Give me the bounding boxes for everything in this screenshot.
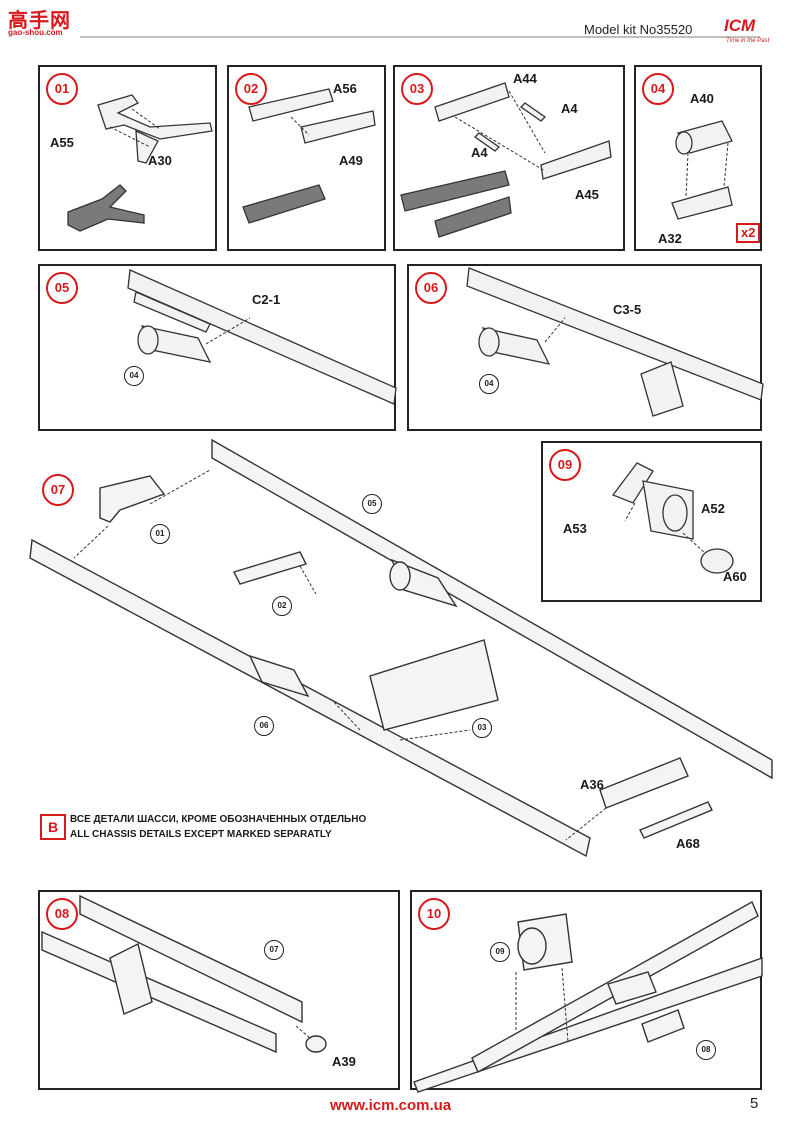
brand-tagline: Time in the Past [726, 38, 770, 44]
part-label-a68: A68 [676, 836, 700, 851]
step-10-drawing [413, 901, 763, 1093]
step-07-area: 07 01 05 02 06 03 A36 A68 [0, 430, 800, 870]
model-kit-number: Model kit No35520 [584, 22, 693, 37]
step-09-badge: 09 [549, 449, 581, 481]
step-10-panel: 10 09 08 [410, 890, 763, 1093]
ref-step-01: 01 [150, 524, 170, 544]
note-b-line-en: ALL CHASSIS DETAILS EXCEPT MARKED SEPARA… [70, 829, 332, 840]
note-b-line-ru: ВСЕ ДЕТАЛИ ШАССИ, КРОМЕ ОБОЗНАЧЕННЫХ ОТД… [70, 814, 367, 825]
ref-step-07: 07 [264, 940, 284, 960]
step-02-panel: 02 A56 A49 [227, 65, 386, 251]
step-04-badge: 04 [642, 73, 674, 105]
watermark-logo: 高手网 gao-shou.com [6, 4, 76, 38]
part-label-a4-top: A4 [561, 101, 578, 116]
step-04-panel: 04 A40 A32 x2 [634, 65, 762, 251]
step-05-panel: 05 C2-1 04 [38, 264, 397, 431]
brand-logo-text: ICM [724, 16, 756, 35]
step-08-drawing [41, 894, 327, 1054]
step-06-panel: 06 C3-5 04 [407, 264, 764, 431]
part-label-a40: A40 [690, 91, 714, 106]
step-08-panel: 08 07 A39 [38, 890, 400, 1090]
ref-step-08: 08 [696, 1040, 716, 1060]
ref-step-03: 03 [472, 718, 492, 738]
part-label-a44: A44 [513, 71, 537, 86]
part-label-a39: A39 [332, 1054, 356, 1069]
step-06-drawing [466, 267, 764, 417]
part-label-a4-left: A4 [471, 145, 488, 160]
part-label-c3-5: C3-5 [613, 302, 642, 317]
step-05-drawing [127, 269, 397, 405]
step-03-drawing [400, 82, 612, 238]
quantity-x2-badge: x2 [736, 223, 761, 243]
part-label-a32: A32 [658, 231, 682, 246]
step-06-badge: 06 [415, 272, 447, 304]
part-label-c2-1: C2-1 [252, 292, 281, 307]
ref-step-04: 04 [124, 366, 144, 386]
ref-step-09: 09 [490, 942, 510, 962]
part-label-a36: A36 [580, 777, 604, 792]
step-03-panel: 03 A44 A4 A4 A45 [393, 65, 625, 251]
part-label-a52: A52 [701, 501, 725, 516]
note-b-text: ВСЕ ДЕТАЛИ ШАССИ, КРОМЕ ОБОЗНАЧЕННЫХ ОТД… [70, 812, 366, 842]
part-label-a45: A45 [575, 187, 599, 202]
step-07-badge: 07 [42, 474, 74, 506]
step-03-badge: 03 [401, 73, 433, 105]
header-divider [80, 36, 760, 38]
brand-logo: ICM Time in the Past [716, 16, 776, 50]
ref-step-05: 05 [362, 494, 382, 514]
ref-step-04: 04 [479, 374, 499, 394]
ref-step-02: 02 [272, 596, 292, 616]
part-label-a30: A30 [148, 153, 172, 168]
ref-step-06: 06 [254, 716, 274, 736]
page-number: 5 [750, 1095, 759, 1112]
part-label-a53: A53 [563, 521, 587, 536]
step-01-badge: 01 [46, 73, 78, 105]
step-02-badge: 02 [235, 73, 267, 105]
step-09-drawing [611, 462, 734, 574]
step-10-badge: 10 [418, 898, 450, 930]
step-09-panel: 09 A52 A53 A60 [541, 441, 762, 602]
step-05-badge: 05 [46, 272, 78, 304]
step-07-drawing [29, 438, 773, 858]
part-label-a55: A55 [50, 135, 74, 150]
part-label-a60: A60 [723, 569, 747, 584]
watermark-logo-url: gao-shou.com [8, 28, 63, 37]
note-b-badge: B [40, 814, 66, 840]
part-label-a56: A56 [333, 81, 357, 96]
step-08-badge: 08 [46, 898, 78, 930]
page-header: 高手网 gao-shou.com Model kit No35520 ICM T… [0, 0, 800, 60]
footer-website: www.icm.com.ua [330, 1097, 452, 1114]
step-02-drawing [242, 88, 376, 224]
step-01-drawing [67, 94, 213, 232]
step-04-drawing [671, 120, 733, 220]
watermark-logo-text: 高手网 [8, 8, 71, 32]
step-01-panel: 01 A55 A30 [38, 65, 217, 251]
part-label-a49: A49 [339, 153, 363, 168]
